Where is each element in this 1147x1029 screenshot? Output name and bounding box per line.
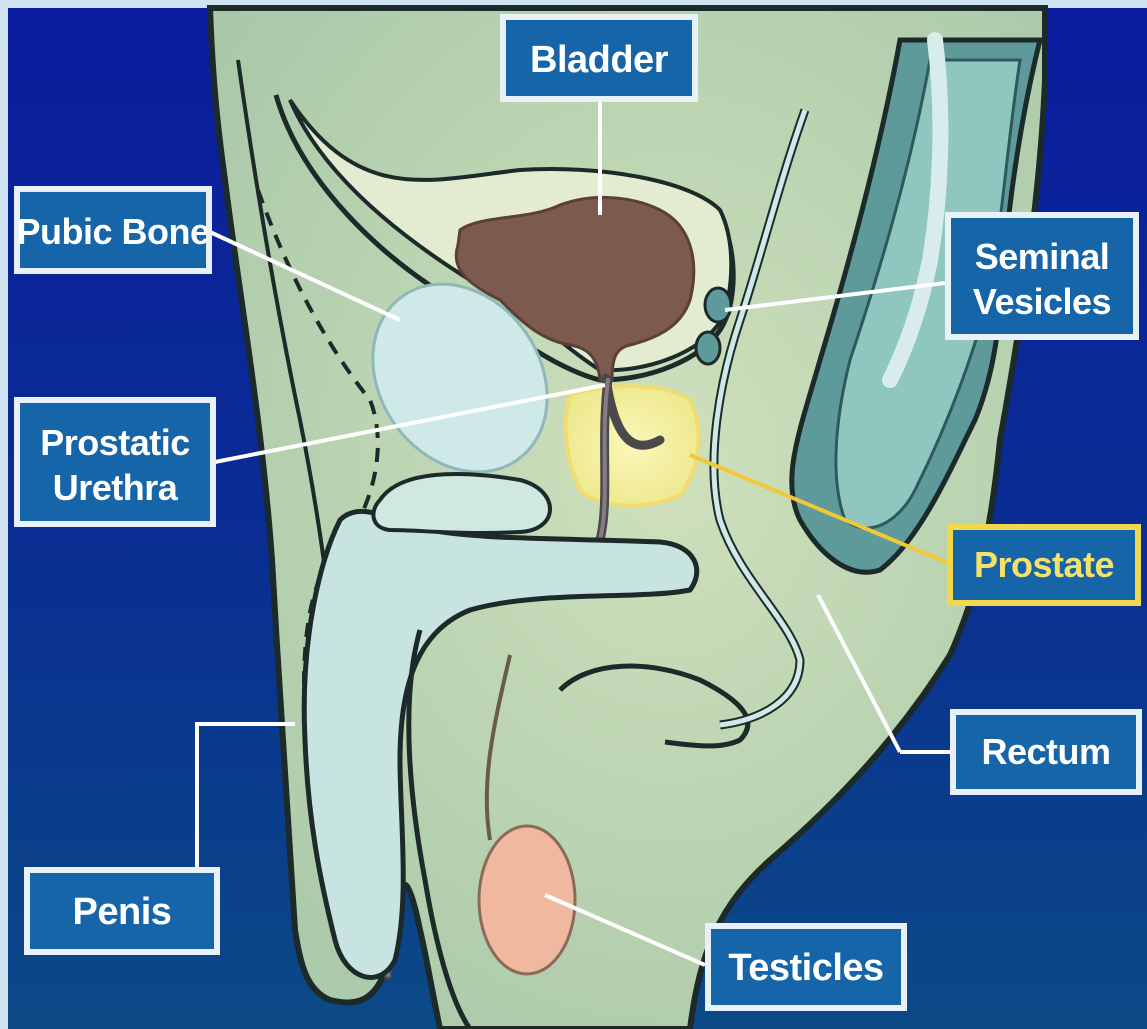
label-prostatic-urethra-line1: Prostatic bbox=[40, 422, 190, 463]
label-pubic-bone-text: Pubic Bone bbox=[16, 211, 209, 252]
label-testicles-text: Testicles bbox=[728, 947, 883, 989]
label-penis: Penis bbox=[27, 870, 217, 952]
erectile-tissue bbox=[373, 474, 550, 533]
label-bladder: Bladder bbox=[503, 17, 695, 99]
label-rectum-text: Rectum bbox=[981, 731, 1110, 772]
label-rectum: Rectum bbox=[953, 712, 1139, 792]
label-pubic-bone: Pubic Bone bbox=[16, 189, 209, 271]
label-prostate: Prostate bbox=[950, 527, 1138, 603]
label-penis-text: Penis bbox=[73, 891, 172, 933]
label-seminal-vesicles: Seminal Vesicles bbox=[948, 215, 1136, 337]
label-prostatic-urethra-line2: Urethra bbox=[53, 467, 179, 508]
label-bladder-text: Bladder bbox=[530, 39, 669, 81]
label-prostate-text: Prostate bbox=[974, 544, 1114, 585]
label-testicles: Testicles bbox=[708, 926, 904, 1008]
label-seminal-vesicles-line2: Vesicles bbox=[973, 281, 1111, 322]
label-prostatic-urethra: Prostatic Urethra bbox=[17, 400, 213, 524]
label-seminal-vesicles-line1: Seminal bbox=[975, 236, 1110, 277]
